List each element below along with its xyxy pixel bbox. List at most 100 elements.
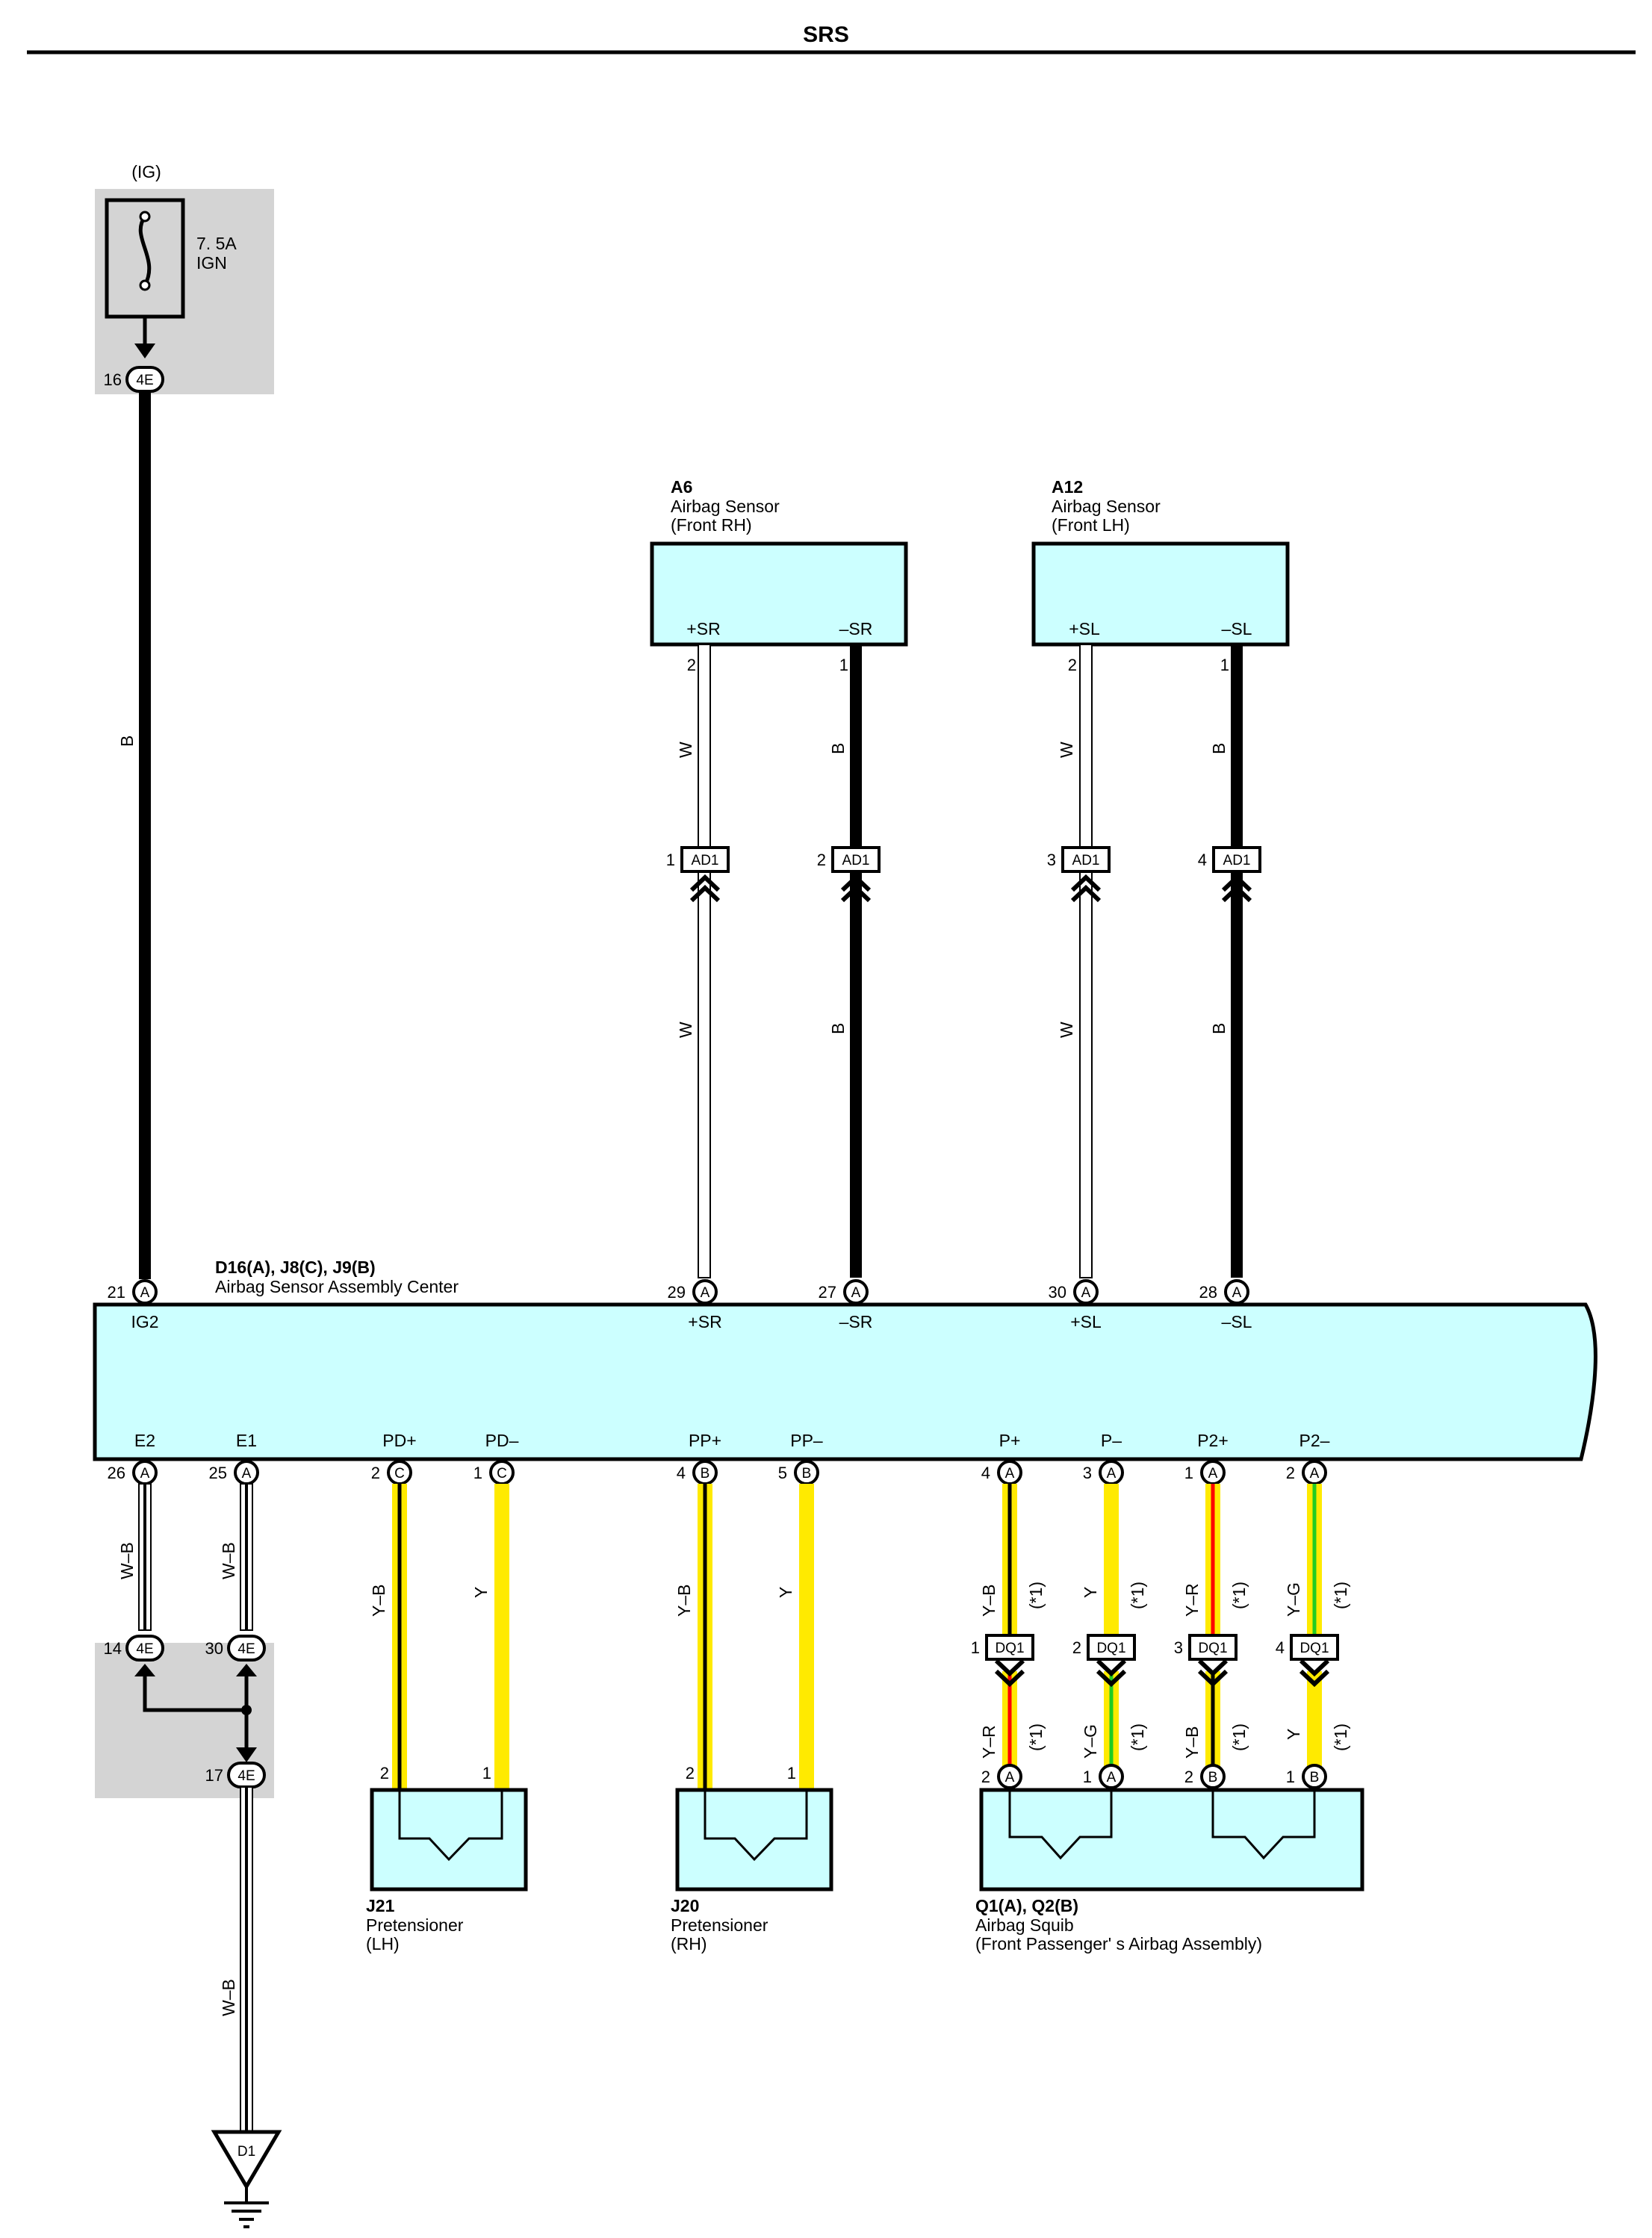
dq1-upper-wires [1002,1484,1322,1635]
sensor-wire-label: B [828,1023,848,1034]
svg-text:P–: P– [1101,1431,1122,1450]
svg-text:2: 2 [371,1464,380,1482]
sensor-wire-label: W [1057,1022,1076,1038]
dq1-note: (*1) [1026,1723,1046,1751]
ground-point-label: D1 [237,2144,255,2160]
svg-text:28: 28 [1199,1283,1217,1302]
svg-text:AD1: AD1 [692,853,719,868]
ecu-top-terminal: A 30 +SL [1049,1279,1102,1331]
sensor-wire-label: B [828,743,848,754]
dq1-note: (*1) [1128,1582,1147,1609]
sensor-body [650,541,908,647]
pretensioner-wire-label: Y [776,1587,795,1598]
dq1-wire-label: Y–G [1284,1582,1303,1617]
dq1-connector: DQ1 2 [1072,1634,1136,1684]
pretensioner-pin: 1 [482,1764,491,1782]
svg-text:A: A [701,1285,710,1301]
sensor-code: A6 [671,477,692,497]
ecu-bottom-terminal: P2– A 2 [1286,1431,1330,1485]
dq1-connector: DQ1 1 [971,1634,1034,1684]
ground-out-wire-label: W–B [219,1979,238,2016]
squib-icon [1008,1788,1113,1860]
dq1-wire-label: Y [1081,1587,1100,1598]
ad1-connector: AD1 3 [1047,846,1111,901]
svg-text:A: A [140,1466,150,1482]
svg-text:4E: 4E [237,1641,255,1657]
svg-text:1: 1 [971,1638,980,1657]
svg-text:AD1: AD1 [1223,853,1251,868]
ad1-pin: 4 [1198,851,1207,869]
sensor-wire-label: W [676,742,695,758]
junction-connector: 4E 14 [104,1635,164,1662]
sensor-front-lh: A12 Airbag Sensor (Front LH) +SL –SL 2 1 [1031,477,1290,674]
squib-sub: (Front Passenger' s Airbag Assembly) [975,1934,1262,1953]
ecu-bottom-terminal: E2 A 26 [108,1431,158,1485]
ecu-top-terminal: A 27 –SR [819,1279,872,1331]
ecu-bottom-terminal: P+ A 4 [981,1431,1022,1485]
svg-text:+SR: +SR [688,1312,721,1331]
svg-text:B: B [1310,1770,1320,1785]
ecu-top-terminal: A 29 +SR [668,1279,722,1331]
dq1-connector: DQ1 3 [1174,1634,1238,1684]
dq1-note: (*1) [1331,1582,1350,1609]
sensor-front-rh: A6 Airbag Sensor (Front RH) +SR –SR 2 1 [650,477,908,674]
sensor-body [1031,541,1290,647]
pretensioner-body [675,1788,833,1892]
svg-text:29: 29 [668,1283,686,1302]
sensor-wire-label: W [1057,742,1076,758]
pretensioner-code: J20 [671,1896,699,1915]
squib-name: Airbag Squib [975,1915,1074,1935]
sensor-pin-minus: 1 [839,656,848,674]
fuse-rating: 7. 5A [196,234,237,253]
fuse-source: (IG) [131,162,161,181]
ground-wire-label: W–B [219,1542,238,1579]
pretensioner-wire-label: Y [471,1587,491,1598]
svg-text:A: A [1310,1466,1320,1482]
pretensioner-wire-label: Y–B [674,1585,694,1617]
svg-text:PP–: PP– [790,1431,823,1450]
sensor-minus-label: –SR [839,619,873,638]
dq1-wire-label: Y–R [1182,1583,1202,1617]
pretensioner-squib-icon [704,1790,808,1862]
fuse-pin: 16 [104,370,122,389]
svg-text:4E: 4E [237,1768,255,1784]
sensor-pin-minus: 1 [1220,656,1229,674]
ad1-pin: 3 [1047,851,1056,869]
ground-symbol-icon [224,2186,269,2228]
svg-text:C: C [394,1466,405,1482]
svg-text:2: 2 [1286,1464,1295,1482]
svg-text:A: A [1232,1285,1242,1301]
ecu-top-terminal: A 21 IG2 [108,1279,159,1331]
svg-text:E2: E2 [134,1431,155,1450]
fuse-arrow-icon [134,344,155,358]
ecu-bottom-terminal: P– A 3 [1083,1431,1124,1485]
svg-text:3: 3 [1083,1464,1092,1482]
ad1-connector: AD1 1 [666,846,730,901]
svg-text:A: A [242,1466,252,1482]
svg-text:DQ1: DQ1 [995,1641,1024,1656]
svg-text:14: 14 [104,1639,122,1658]
dq1-connector: DQ1 4 [1276,1634,1339,1684]
svg-text:A: A [1005,1770,1015,1785]
sensor-code: A12 [1052,477,1083,497]
fuse-name: IGN [196,253,227,273]
svg-text:B: B [802,1466,812,1482]
sensor-name: Airbag Sensor [1052,497,1161,516]
svg-text:C: C [497,1466,507,1482]
ecu-top-terminal: A 28 –SL [1199,1279,1252,1331]
pretensioner-wires [392,1484,814,1790]
page-title: SRS [803,22,849,47]
sensor-position: (Front LH) [1052,515,1130,535]
svg-text:A: A [1081,1285,1091,1301]
svg-text:B: B [1208,1770,1218,1785]
svg-text:PP+: PP+ [689,1431,721,1450]
svg-text:30: 30 [205,1639,223,1658]
dq1-note: (*1) [1026,1582,1046,1609]
pretensioner-name: Pretensioner [671,1915,768,1935]
svg-text:A: A [1005,1466,1015,1482]
svg-text:–SL: –SL [1222,1312,1252,1331]
sensor-name: Airbag Sensor [671,497,780,516]
dq1-lower-wires [1002,1671,1322,1776]
pretensioner-pin: 2 [686,1764,695,1782]
